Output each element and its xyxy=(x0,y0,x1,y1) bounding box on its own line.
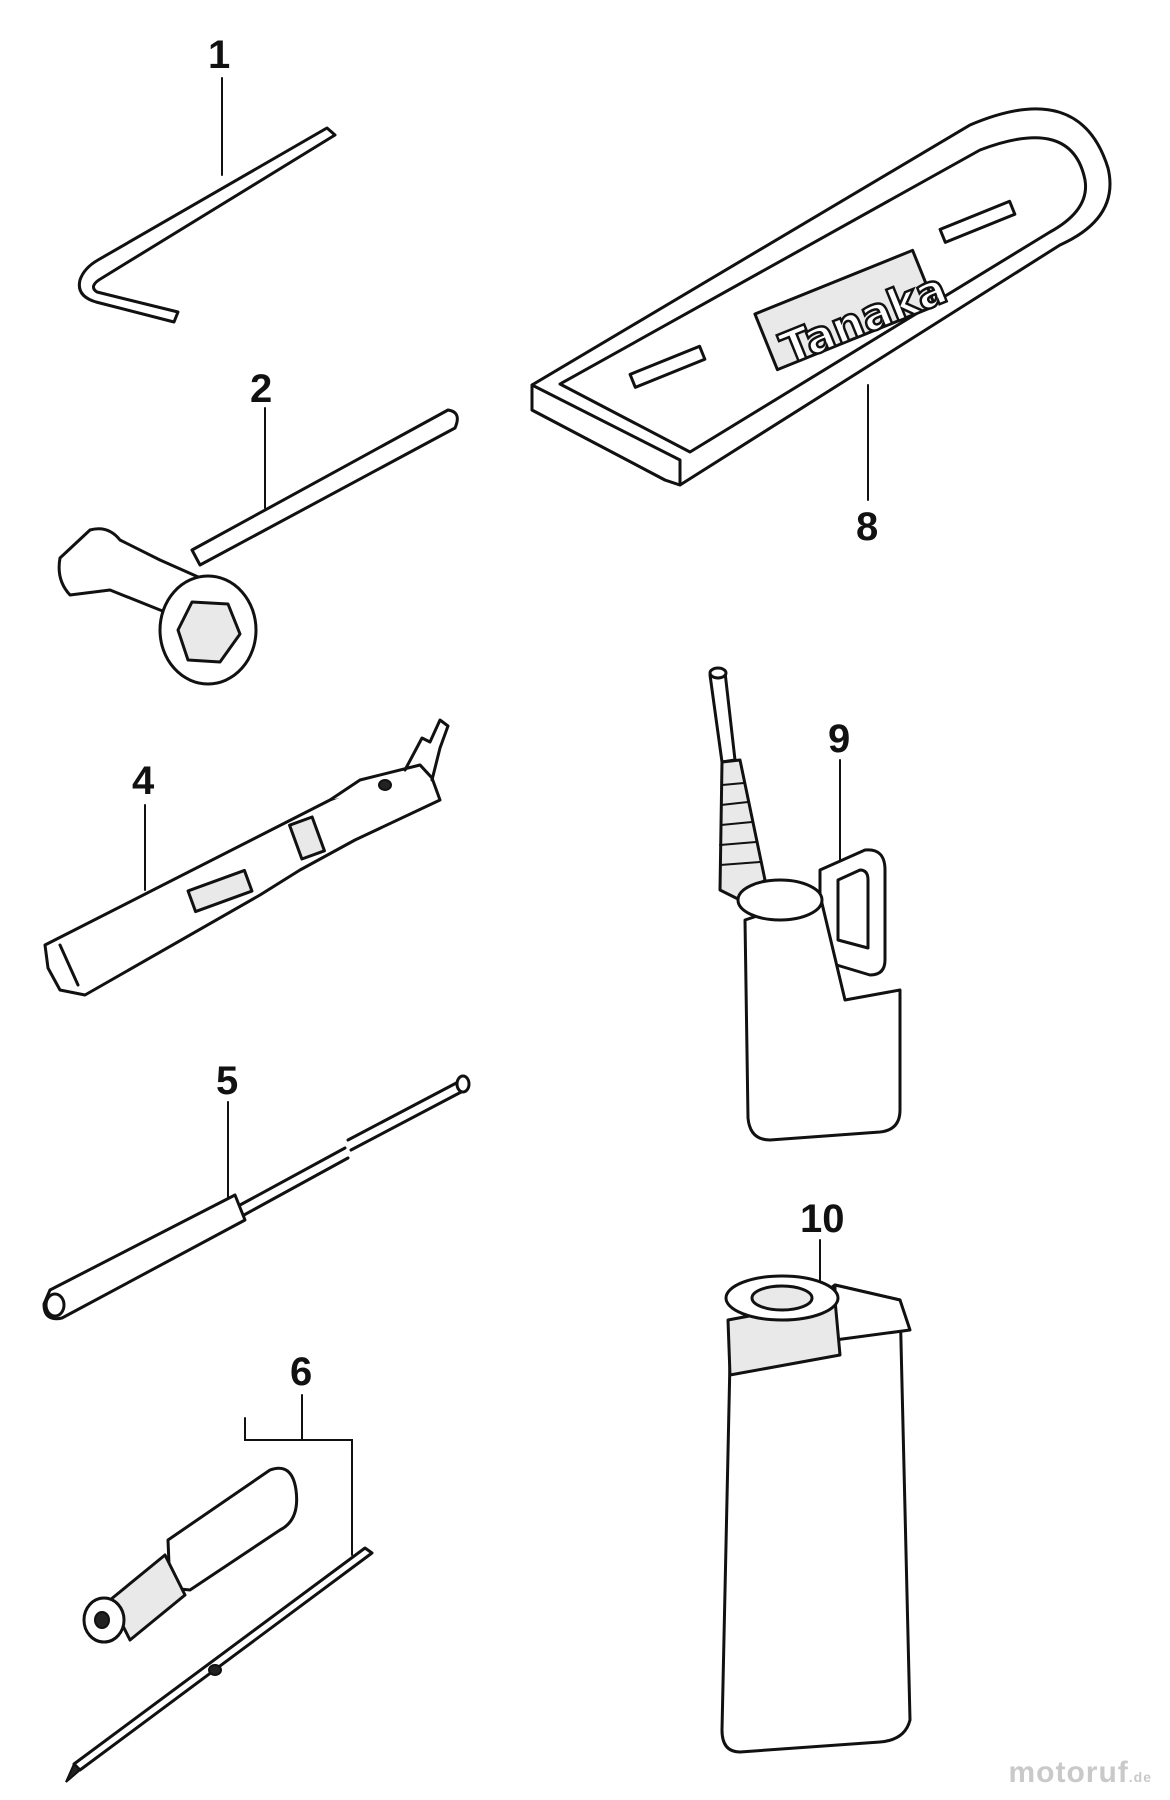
part-number-1: 1 xyxy=(208,33,230,77)
part-number-9: 9 xyxy=(828,717,850,761)
screwdriver-set-drawing xyxy=(65,1394,374,1783)
part-number-2: 2 xyxy=(250,367,272,411)
plug-wrench-drawing xyxy=(57,407,459,686)
guide-bar-cover-drawing: Tanaka xyxy=(530,107,1112,501)
watermark-text: motoruf xyxy=(1008,1756,1129,1789)
part-number-6: 6 xyxy=(290,1350,312,1394)
part-number-4: 4 xyxy=(132,759,155,803)
mixing-bottle-drawing xyxy=(720,1239,912,1754)
watermark: motoruf.de xyxy=(1008,1756,1152,1790)
spring-coil xyxy=(238,1078,467,1217)
part-number-5: 5 xyxy=(216,1059,238,1103)
spout-ribs xyxy=(719,782,761,866)
spring-tool-drawing xyxy=(42,1074,471,1321)
allen-key-drawing xyxy=(77,77,337,324)
file-guide-drawing xyxy=(43,718,450,997)
oil-can-drawing xyxy=(708,666,902,1142)
part-number-8: 8 xyxy=(856,505,878,549)
watermark-suffix: .de xyxy=(1128,1769,1152,1785)
part-number-10: 10 xyxy=(800,1197,845,1241)
